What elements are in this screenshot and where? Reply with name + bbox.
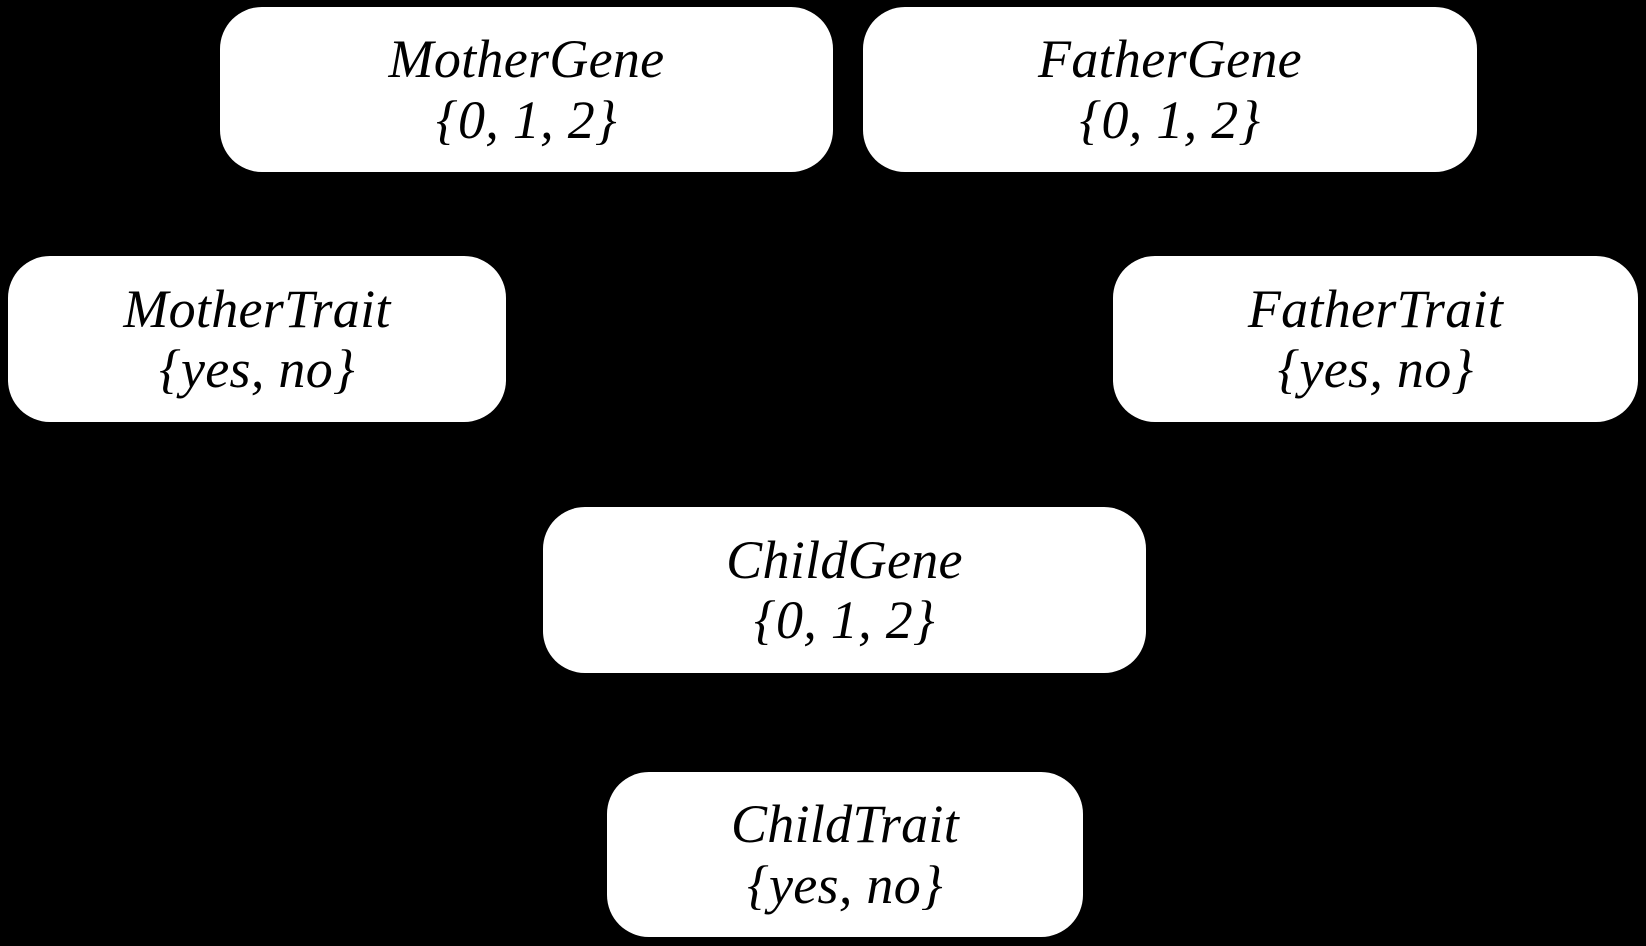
node-child-trait-domain: {yes, no} — [747, 854, 943, 915]
node-mother-gene-title: MotherGene — [388, 29, 665, 90]
node-child-gene-title: ChildGene — [726, 529, 963, 590]
node-child-trait[interactable]: ChildTrait {yes, no} — [607, 772, 1083, 937]
node-father-gene[interactable]: FatherGene {0, 1, 2} — [863, 7, 1477, 172]
node-child-trait-title: ChildTrait — [730, 794, 960, 855]
node-mother-trait-domain: {yes, no} — [159, 339, 355, 399]
node-father-gene-domain: {0, 1, 2} — [1079, 89, 1261, 150]
node-child-gene[interactable]: ChildGene {0, 1, 2} — [543, 507, 1146, 673]
node-father-trait-domain: {yes, no} — [1277, 339, 1474, 399]
node-mother-trait-title: MotherTrait — [123, 278, 391, 339]
node-mother-gene[interactable]: MotherGene {0, 1, 2} — [220, 7, 833, 172]
node-child-gene-domain: {0, 1, 2} — [754, 590, 935, 650]
node-father-trait[interactable]: FatherTrait {yes, no} — [1113, 256, 1638, 422]
node-father-trait-title: FatherTrait — [1247, 278, 1504, 339]
node-mother-gene-domain: {0, 1, 2} — [436, 89, 617, 150]
node-father-gene-title: FatherGene — [1038, 29, 1302, 90]
node-mother-trait[interactable]: MotherTrait {yes, no} — [8, 256, 506, 422]
